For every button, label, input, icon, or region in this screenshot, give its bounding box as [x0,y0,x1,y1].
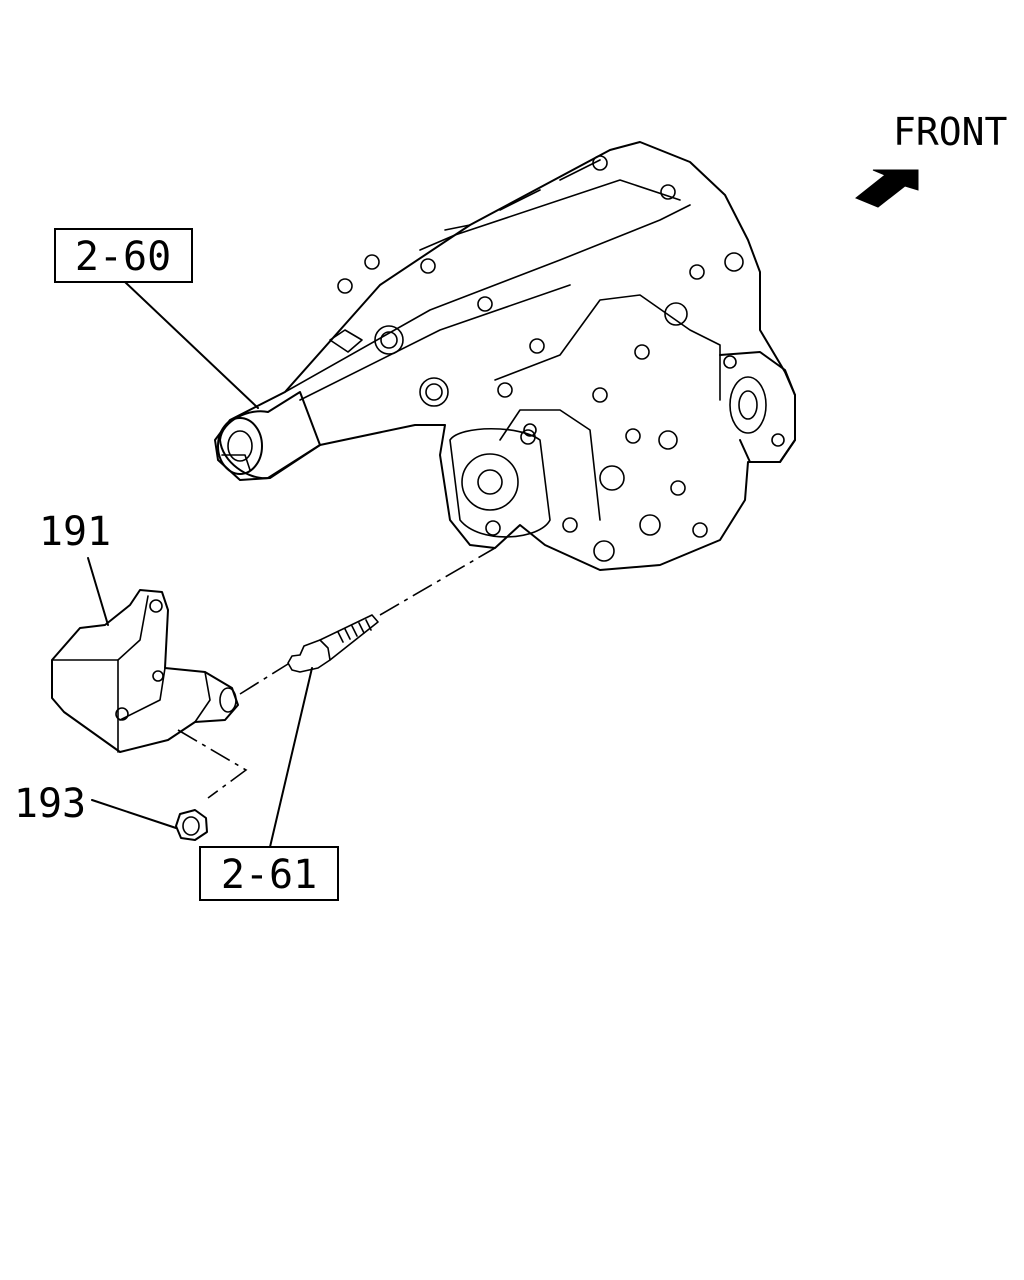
leader-line-bracket [87,557,109,626]
front-arrow-icon [855,169,919,208]
nut-drawing [175,809,208,841]
callout-box-transfer-case [54,228,193,283]
leader-line-stud [269,667,313,848]
callout-stud[interactable]: 2-61 [221,852,317,898]
callout-transfer-case[interactable]: 2-60 [75,234,171,280]
front-label: FRONT [893,110,1007,154]
callout-nut[interactable]: 193 [14,781,86,827]
assembly-centerlines [177,547,496,799]
leader-line-transfer-case [124,281,259,409]
transfer-case-drawing [214,141,796,571]
stud-drawing [287,614,379,673]
leader-line-nut [91,799,177,829]
callout-bracket[interactable]: 191 [39,509,111,555]
bracket-drawing [51,589,239,753]
